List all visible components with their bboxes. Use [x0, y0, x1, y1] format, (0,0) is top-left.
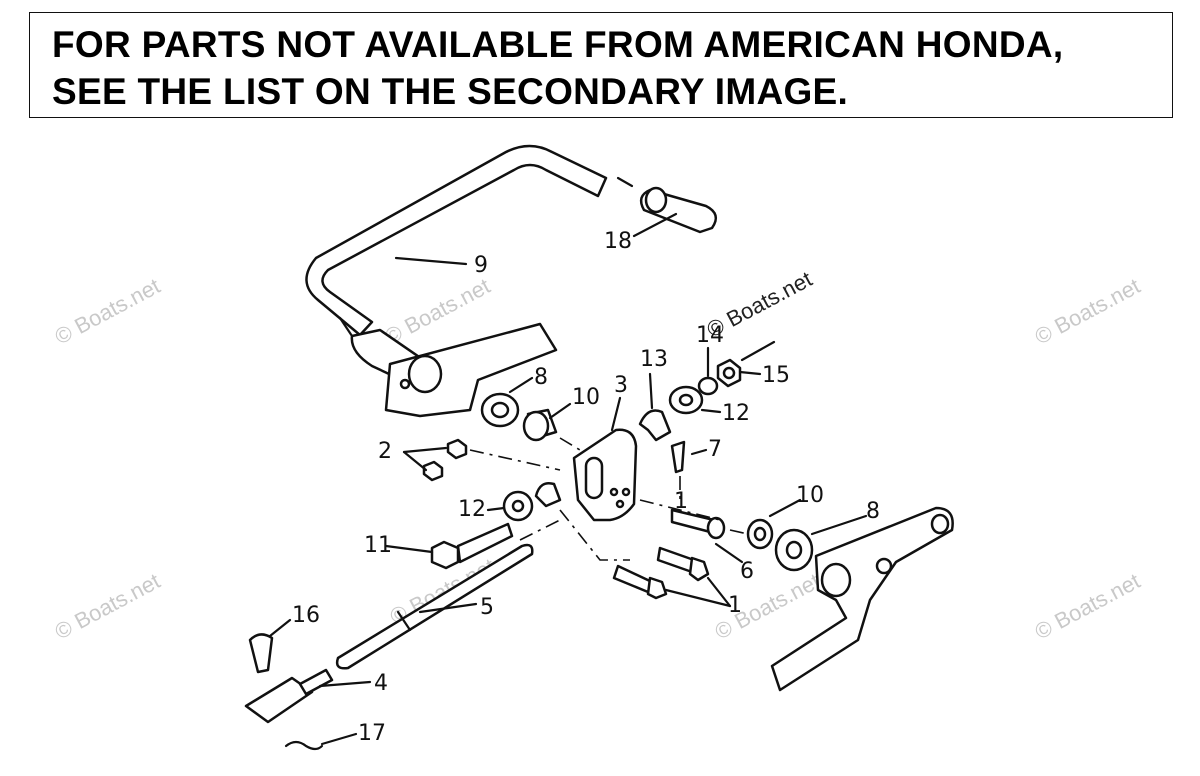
bushing-part-10	[522, 408, 558, 442]
callout-1: 1	[728, 593, 742, 618]
notice-box: FOR PARTS NOT AVAILABLE FROM AMERICAN HO…	[29, 12, 1173, 118]
handle-bracket	[384, 322, 558, 418]
washer-part-12-upper	[668, 385, 704, 415]
watermark: © Boats.net	[381, 273, 495, 349]
callout-15: 15	[762, 363, 790, 388]
callout-1: 1	[674, 489, 688, 514]
nut-part-2	[446, 438, 468, 460]
joint-part-4	[244, 668, 334, 724]
watermark: © Boats.net	[1031, 568, 1145, 644]
callout-4: 4	[374, 671, 388, 696]
callout-2: 2	[378, 439, 392, 464]
callout-13: 13	[640, 347, 668, 372]
callout-17: 17	[358, 721, 386, 746]
lever-arm	[770, 506, 954, 692]
bushing-part-10-right	[746, 518, 774, 550]
leader-lines	[268, 212, 868, 746]
callout-10: 10	[572, 385, 600, 410]
shift-rod-part-5	[335, 543, 534, 670]
pin-part-6	[670, 508, 726, 540]
washer-part-8-right	[774, 528, 814, 572]
nut-part-2	[422, 460, 444, 482]
bolt-part-1-upper	[656, 546, 710, 582]
callout-12: 12	[458, 497, 486, 522]
watermark: © Boats.net	[51, 568, 165, 644]
callout-3: 3	[614, 373, 628, 398]
notice-line-2: SEE THE LIST ON THE SECONDARY IMAGE.	[52, 71, 849, 112]
bracket-part-3	[572, 428, 638, 522]
washer-part-12-lower	[502, 490, 534, 522]
washer-part-14	[697, 376, 719, 396]
callout-18: 18	[604, 229, 632, 254]
callout-14: 14	[696, 323, 724, 348]
clip-lower	[534, 482, 562, 508]
callout-12: 12	[722, 401, 750, 426]
bolt-part-7	[670, 440, 686, 474]
callout-8: 8	[866, 499, 880, 524]
callout-9: 9	[474, 253, 488, 278]
callout-16: 16	[292, 603, 320, 628]
pin-part-16	[248, 633, 274, 674]
clip-part-13	[638, 409, 672, 442]
callout-11: 11	[364, 533, 392, 558]
watermark: © Boats.net	[51, 273, 165, 349]
nut-part-15	[716, 358, 742, 388]
bolt-part-11	[430, 522, 514, 570]
callout-7: 7	[708, 437, 722, 462]
callout-8: 8	[534, 365, 548, 390]
washer-part-8	[480, 392, 520, 428]
notice-line-1: FOR PARTS NOT AVAILABLE FROM AMERICAN HO…	[52, 24, 1064, 65]
callout-6: 6	[740, 559, 754, 584]
watermark: © Boats.net	[1031, 273, 1145, 349]
callout-5: 5	[480, 595, 494, 620]
callout-10: 10	[796, 483, 824, 508]
grip-part-18	[616, 176, 718, 234]
clip-part-17	[284, 740, 324, 751]
bolt-part-1-lower	[612, 564, 668, 600]
